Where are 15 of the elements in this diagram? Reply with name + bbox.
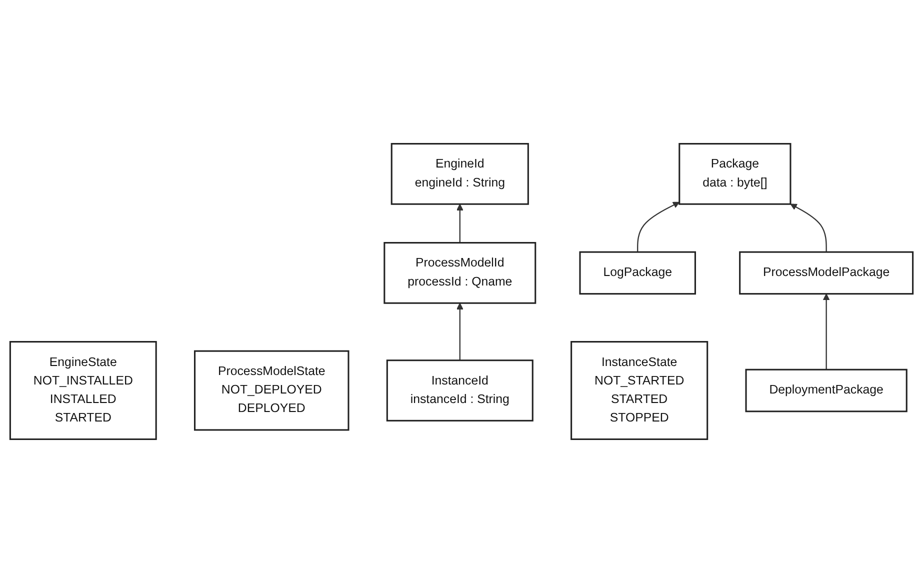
arrow bbox=[790, 204, 827, 252]
node-box: ProcessModelState NOT_DEPLOYED DEPLOYED bbox=[194, 350, 350, 431]
node-box: EngineState NOT_INSTALLED INSTALLED STARTED bbox=[9, 341, 157, 440]
node-box: InstanceId instanceId : String bbox=[386, 360, 534, 422]
node-box: LogPackage bbox=[579, 251, 696, 295]
arrow bbox=[637, 202, 680, 252]
node-box: EngineId engineId : String bbox=[390, 143, 529, 205]
node-box: ProcessModelId processId : Qname bbox=[384, 242, 536, 304]
arrow bbox=[456, 204, 464, 243]
arrow bbox=[822, 294, 830, 370]
arrow bbox=[456, 302, 464, 360]
node-box: ProcessModelPackage bbox=[739, 251, 914, 295]
node-box: Package data : byte[] bbox=[678, 143, 792, 205]
node-box: DeploymentPackage bbox=[745, 368, 908, 412]
node-box: InstanceState NOT_STARTED STARTED STOPPED bbox=[570, 341, 708, 440]
